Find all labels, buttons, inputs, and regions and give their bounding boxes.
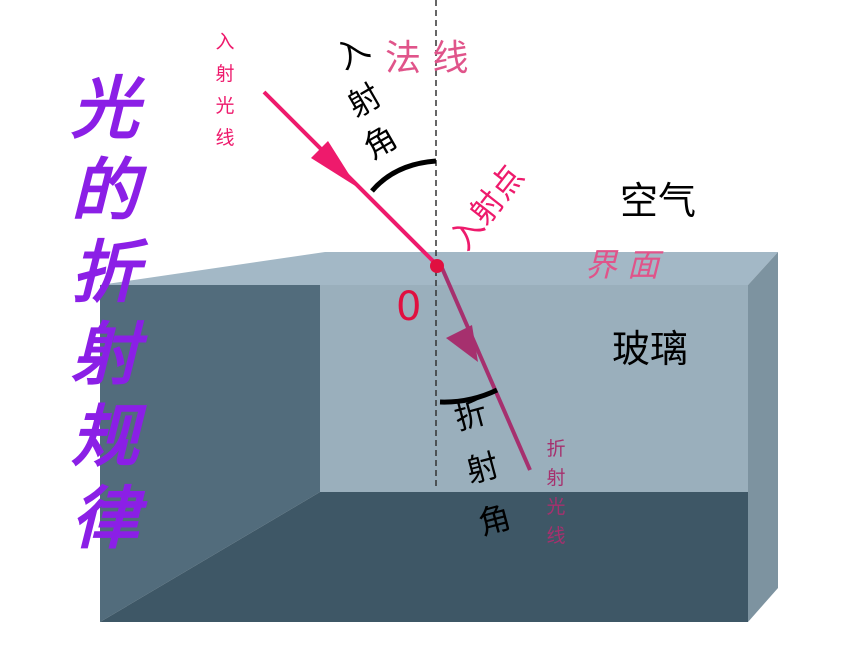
point-o-label: 0 bbox=[396, 284, 421, 330]
incidence-angle-arc bbox=[370, 158, 437, 193]
refracted-ray-arrow bbox=[446, 325, 478, 362]
refracted-ray-label: 折射光线 bbox=[546, 438, 565, 547]
glass-label: 玻璃 bbox=[612, 327, 688, 371]
glass-right-face bbox=[748, 252, 778, 622]
incidence-point-label: 入射点 bbox=[442, 158, 531, 257]
incidence-point-dot bbox=[430, 259, 444, 273]
glass-back-wall bbox=[320, 285, 748, 492]
glass-left-wall bbox=[100, 285, 320, 622]
page-title: 光的折射规律 bbox=[71, 70, 149, 559]
incident-ray-arrow bbox=[311, 141, 357, 187]
glass-floor bbox=[100, 492, 748, 622]
air-label: 空气 bbox=[620, 179, 696, 223]
refraction-angle-arc bbox=[439, 387, 499, 405]
normal-label: 法 线 bbox=[385, 38, 468, 79]
glass-box bbox=[100, 252, 778, 622]
incident-ray-label: 入射光线 bbox=[215, 31, 234, 149]
interface-label: 界 面 bbox=[585, 246, 664, 284]
refracted-ray bbox=[440, 267, 532, 471]
